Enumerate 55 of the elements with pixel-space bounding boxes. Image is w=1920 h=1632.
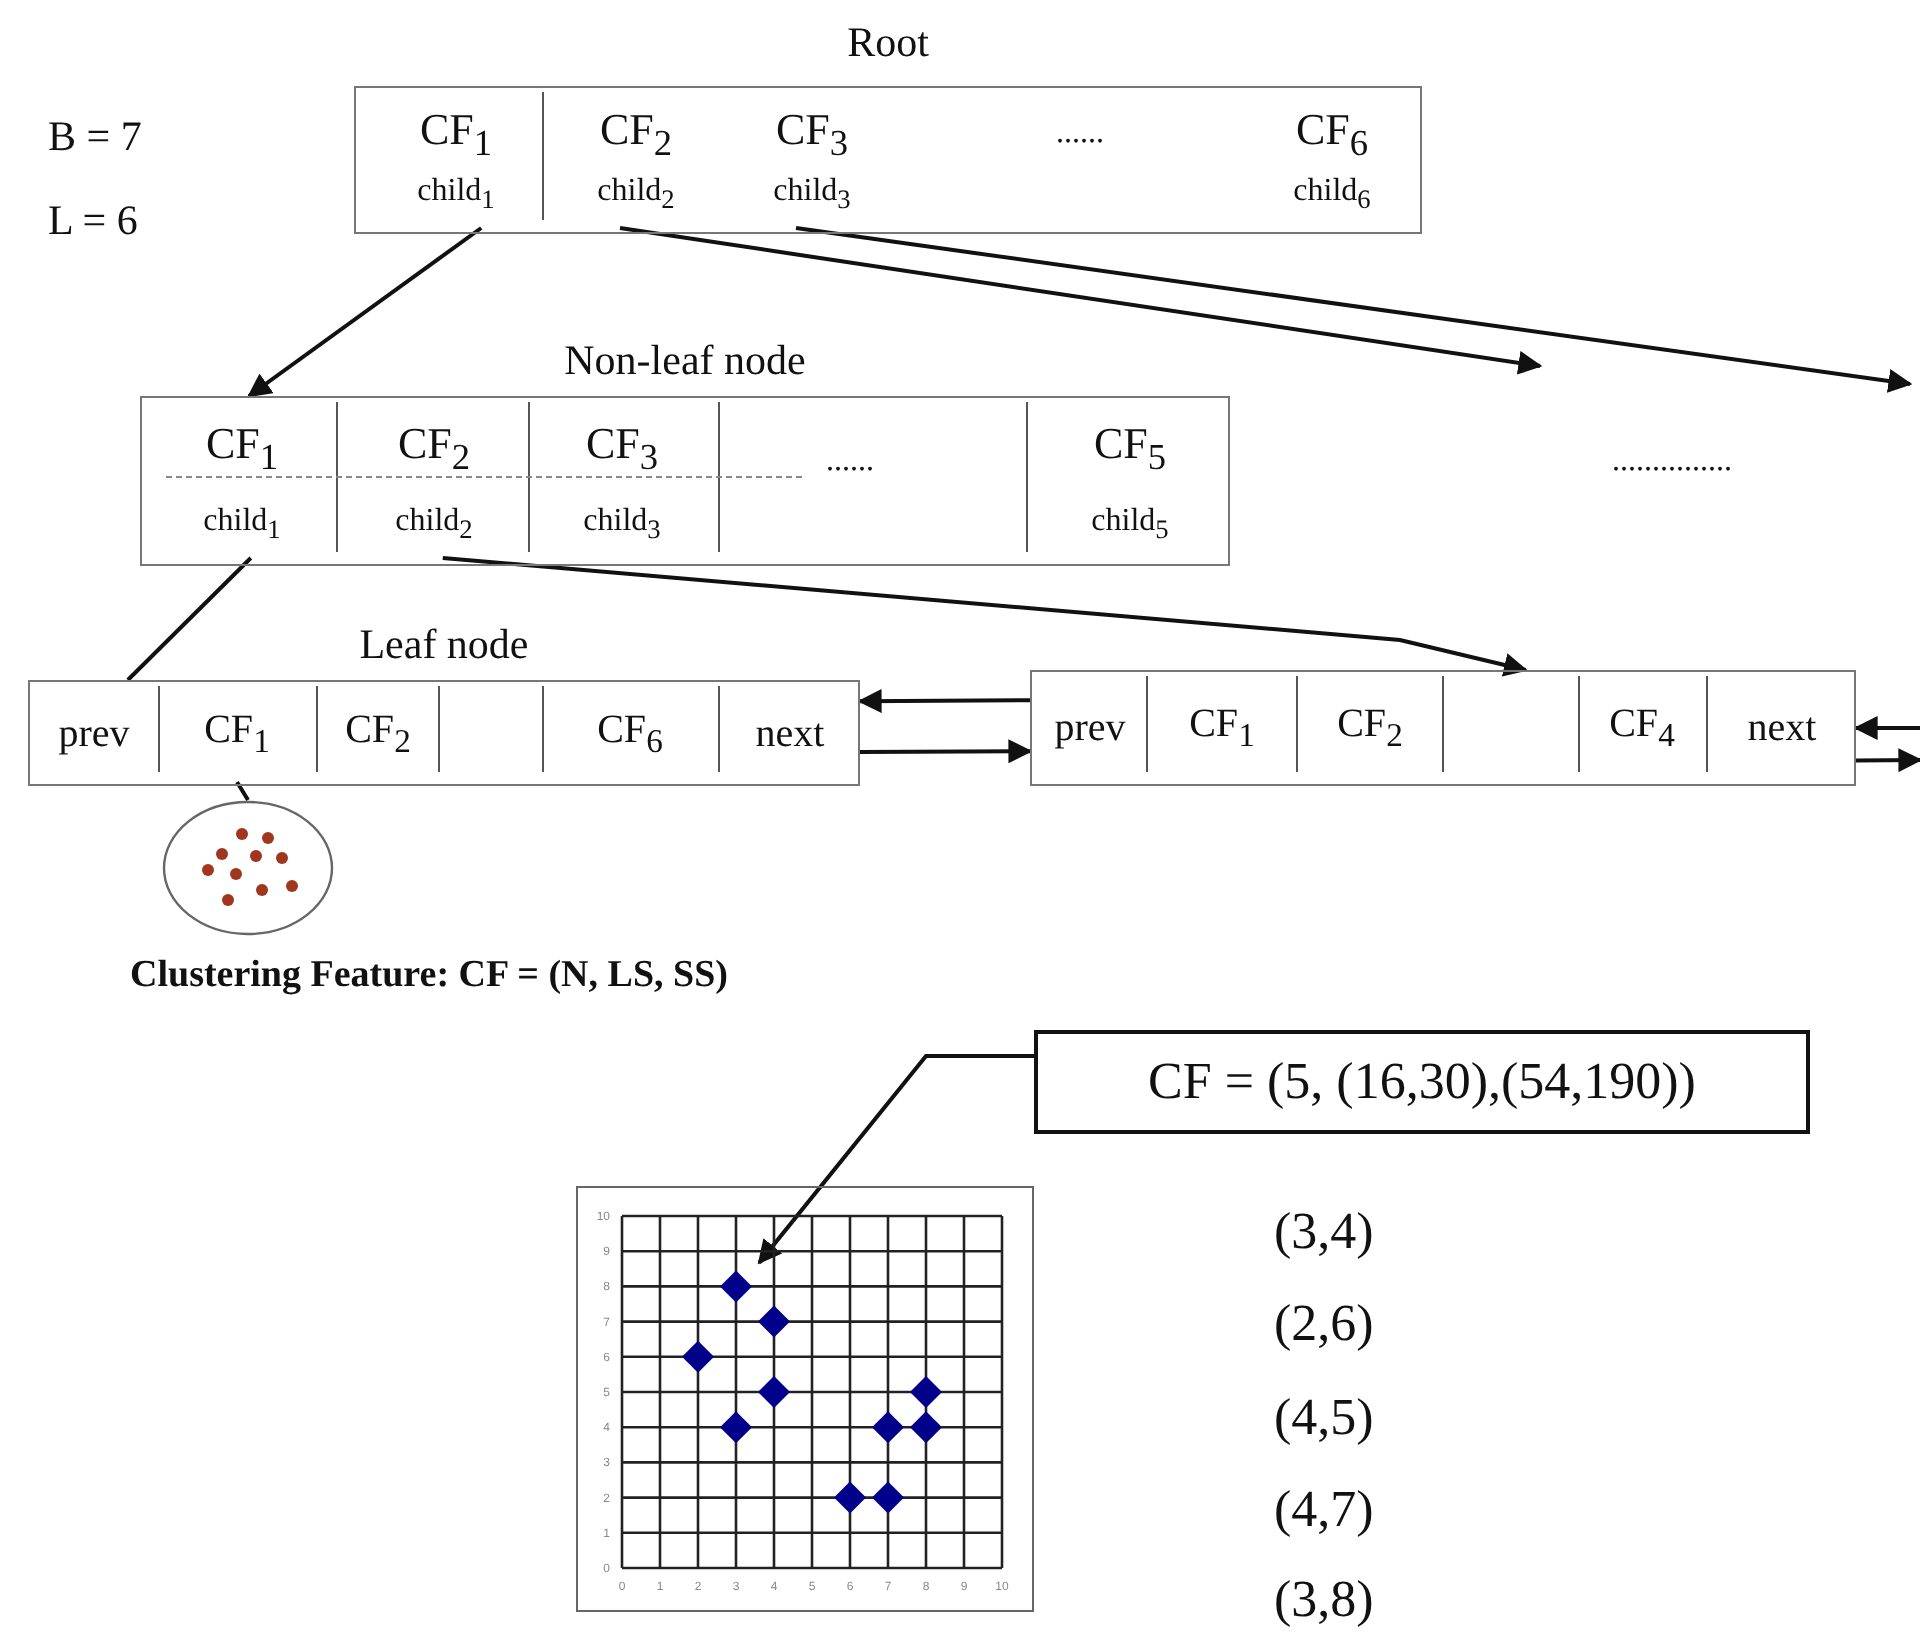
connector-line [235, 780, 250, 802]
point-coordinate: (4,5) [1274, 1388, 1374, 1448]
child-pointer: child$_{3}$ [583, 503, 661, 546]
point-coordinate: (4,7) [1274, 1480, 1374, 1540]
entry-text: CF$_{1}$ [204, 707, 270, 761]
arrow [619, 226, 1543, 375]
arrow [857, 689, 1030, 714]
cf-entry: CF$_{1}$ [205, 418, 279, 479]
parameter-text: B = 7 [48, 112, 142, 162]
ellipsis-text: ...... [826, 444, 874, 480]
child-pointer: child$_{5}$ [1091, 503, 1169, 546]
child-pointer: child$_{2}$ [395, 503, 473, 546]
parameter-text: L = 6 [48, 196, 138, 246]
cf-entry: CF$_{3}$ [775, 104, 849, 165]
entry-text: CF$_{2}$ [345, 707, 411, 761]
arrow [757, 1054, 1034, 1265]
entry-text: CF$_{1}$ [1189, 701, 1255, 755]
cf-entry: CF$_{1}$ [419, 104, 493, 165]
child-pointer: child$_{1}$ [417, 173, 495, 216]
node-title: Non-leaf node [562, 336, 808, 386]
node-title: Leaf node [357, 620, 531, 670]
arrow [860, 739, 1033, 764]
node-title: Root [845, 18, 931, 68]
node-box [1030, 670, 1856, 786]
entry-text: next [755, 711, 825, 757]
child-pointer: child$_{3}$ [773, 173, 851, 216]
child-pointer: child$_{1}$ [203, 503, 281, 546]
arrow [442, 556, 1528, 677]
formula-box [1034, 1030, 1810, 1134]
entry-text: CF$_{2}$ [1337, 701, 1403, 755]
connector-line [126, 556, 253, 682]
child-pointer: child$_{2}$ [597, 173, 675, 216]
entry-text: next [1747, 705, 1817, 751]
cf-entry: CF$_{6}$ [1295, 104, 1369, 165]
point-coordinate: (2,6) [1274, 1294, 1374, 1354]
entry-text: CF$_{6}$ [597, 707, 663, 761]
point-coordinate: (3,4) [1274, 1202, 1374, 1262]
child-pointer: child$_{6}$ [1293, 173, 1371, 216]
point-coordinate: (3,8) [1274, 1570, 1374, 1630]
ellipsis-text: ...... [1056, 116, 1104, 152]
entry-text: prev [58, 711, 130, 757]
arrow [1853, 716, 1920, 740]
cf-entry: CF$_{2}$ [397, 418, 471, 479]
entry-text: CF$_{4}$ [1609, 701, 1675, 755]
arrow [795, 226, 1913, 393]
cf-entry: CF$_{3}$ [585, 418, 659, 479]
cf-entry: CF$_{2}$ [599, 104, 673, 165]
arrow [247, 226, 483, 398]
ellipsis-text: ............... [1612, 444, 1732, 480]
chart-frame [576, 1186, 1034, 1612]
arrow [1856, 748, 1920, 773]
entry-text: prev [1054, 705, 1126, 751]
cf-entry: CF$_{5}$ [1093, 418, 1167, 479]
caption-text: Clustering Feature: CF = (N, LS, SS) [130, 954, 728, 998]
formula-text: CF = (5, (16,30),(54,190)) [1148, 1052, 1696, 1112]
